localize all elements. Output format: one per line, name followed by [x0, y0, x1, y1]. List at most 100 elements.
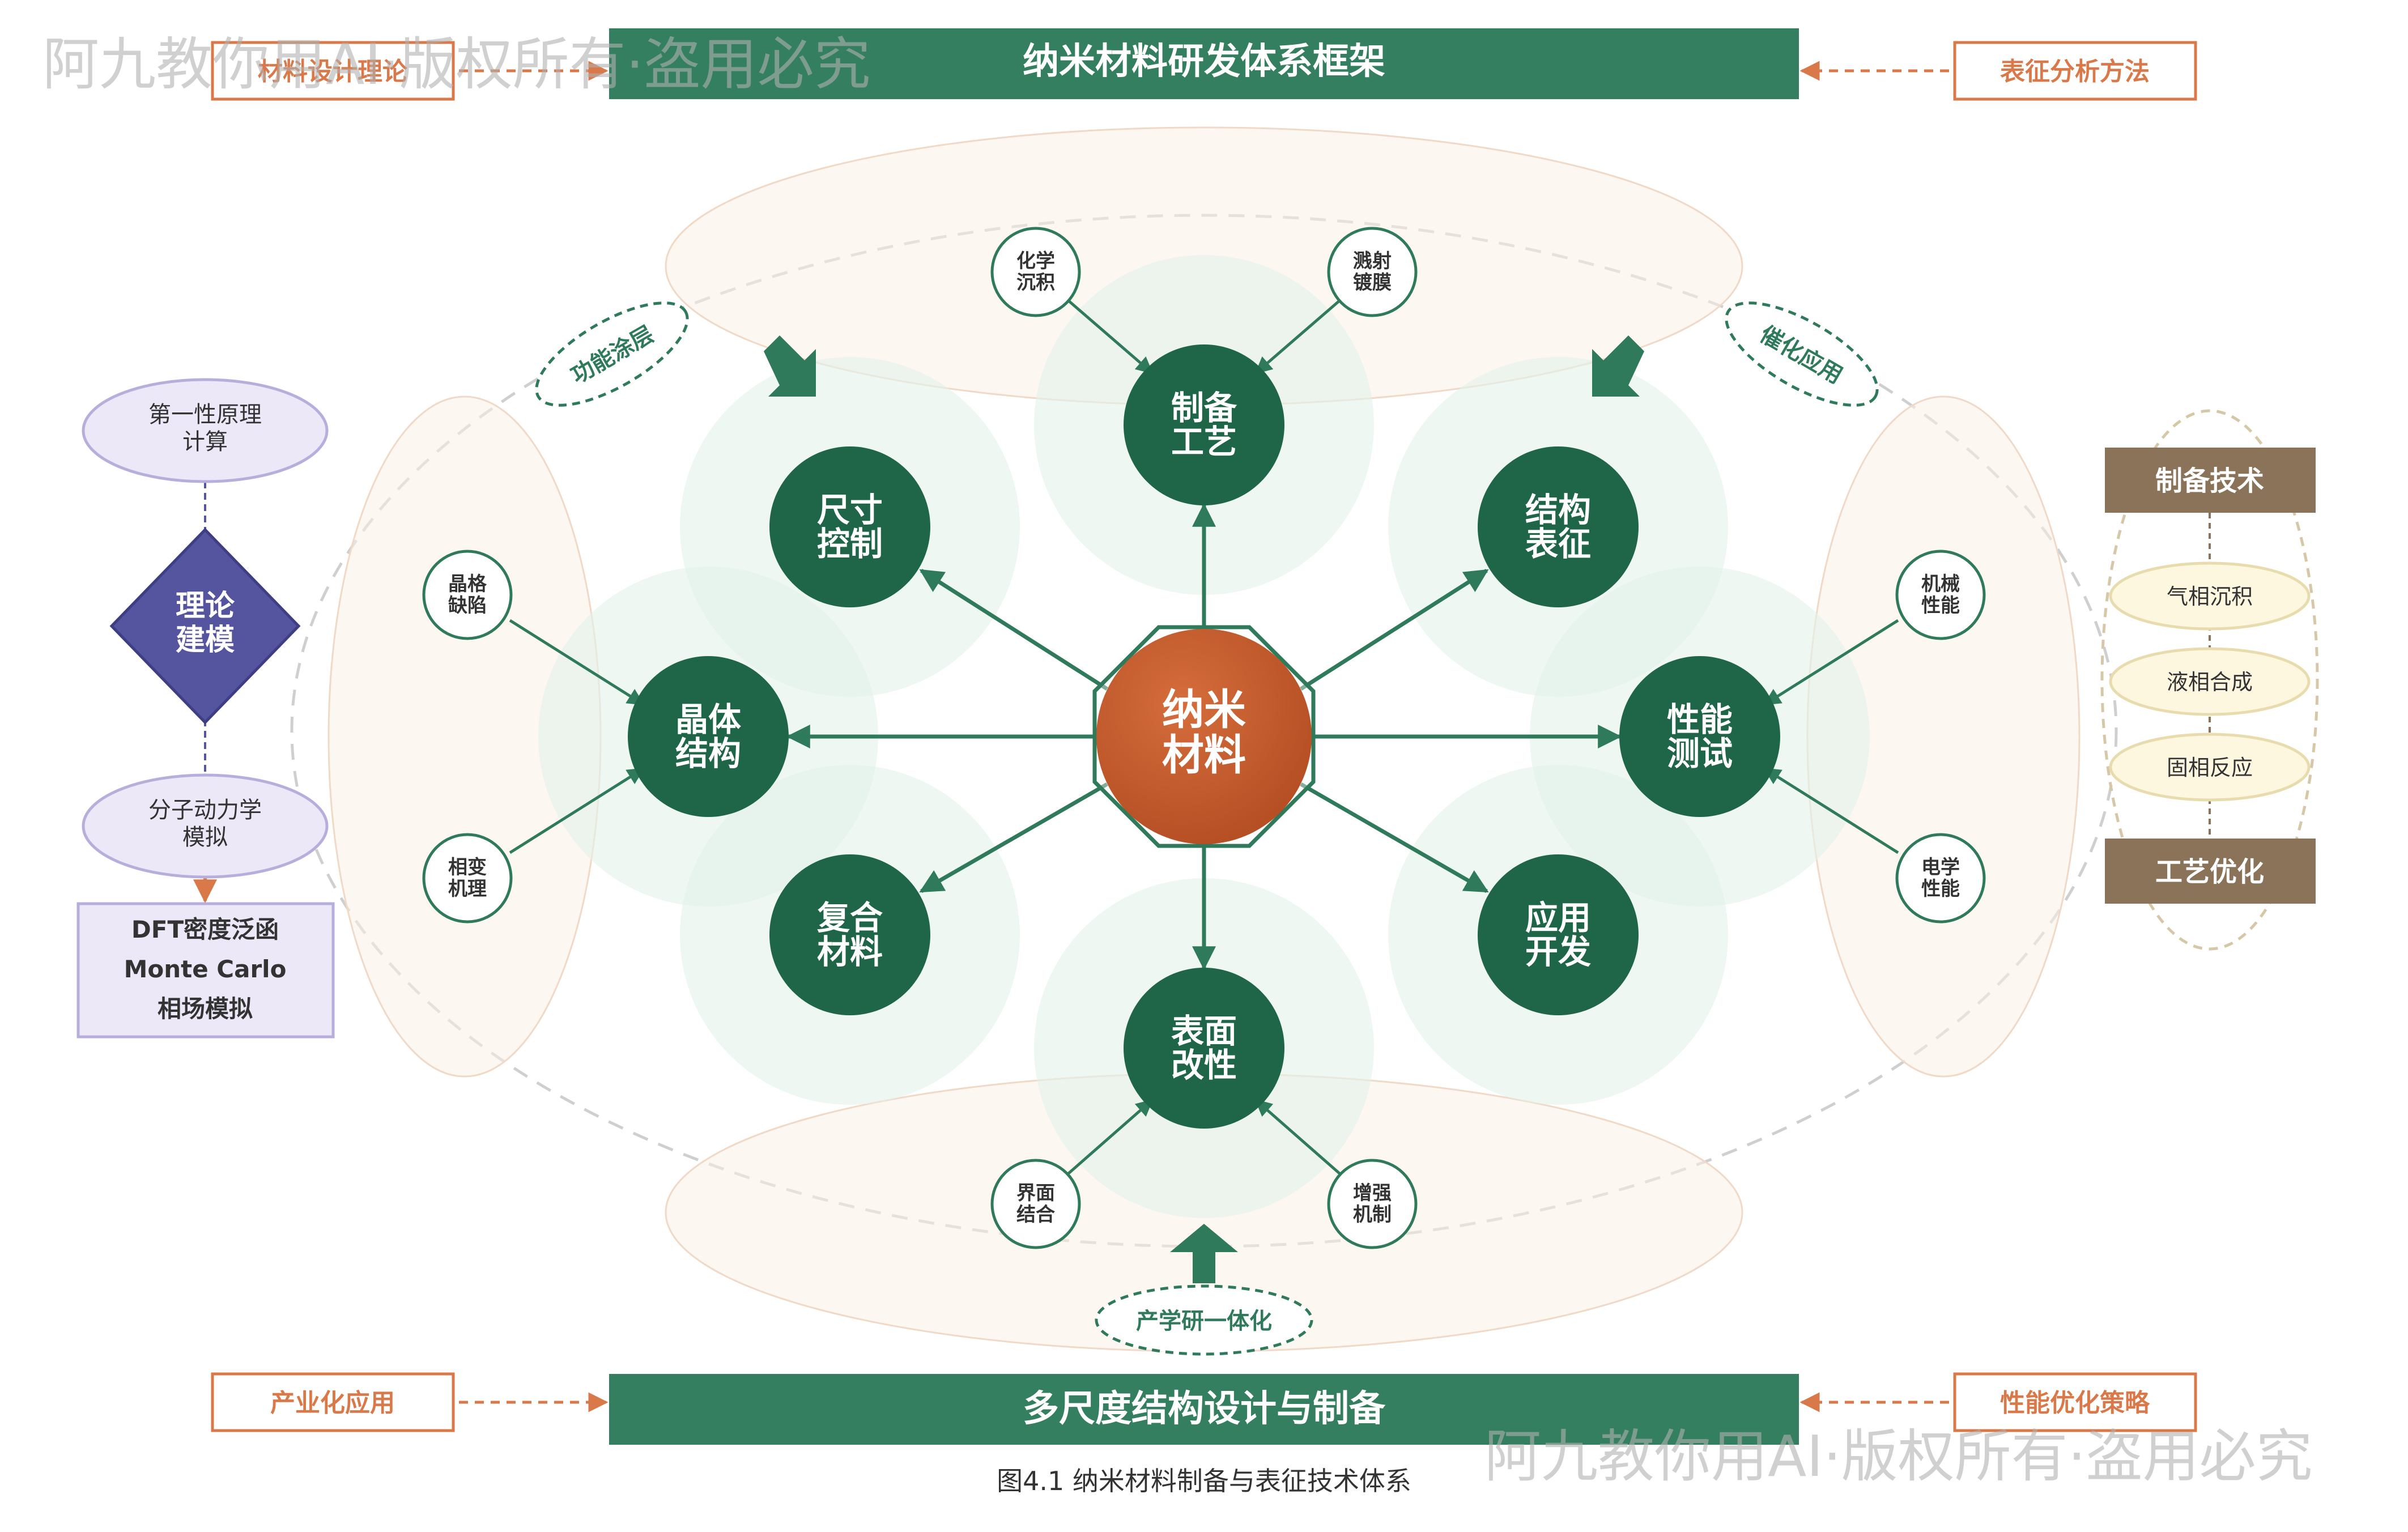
- svg-text:Monte Carlo: Monte Carlo: [124, 955, 287, 983]
- svg-text:结构: 结构: [1525, 491, 1591, 529]
- label-functional-coating: 功能涂层: [535, 301, 689, 407]
- spoke-arrows: [786, 503, 1622, 971]
- main-node-surface-mod: 表面 改性: [1124, 968, 1284, 1129]
- svg-text:建模: 建模: [176, 623, 235, 657]
- svg-text:性能: 性能: [1667, 700, 1733, 739]
- center-label-1: 纳米: [1162, 686, 1246, 734]
- right-technique-panel: 制备技术 气相沉积 液相合成 固相反应 工艺优化: [2100, 409, 2319, 951]
- svg-text:制备: 制备: [1171, 389, 1237, 427]
- svg-text:机理: 机理: [448, 878, 487, 900]
- svg-text:结构: 结构: [675, 734, 741, 773]
- left-theory-panel: 第一性原理 计算 理论 建模 分子动力学 模拟 DFT密度泛函 Monte Ca…: [76, 378, 335, 1039]
- arrow-up-icon: [1170, 1224, 1238, 1283]
- footer-bar: 多尺度结构设计与制备: [609, 1374, 1799, 1445]
- arrow-top-left-icon: [764, 335, 816, 397]
- svg-text:气相沉积: 气相沉积: [2167, 584, 2253, 609]
- main-node-crystal: 晶体 结构: [628, 656, 789, 817]
- svg-text:性能: 性能: [1921, 594, 1960, 617]
- main-node-performance-test: 性能 测试: [1619, 656, 1780, 817]
- svg-text:计算: 计算: [182, 429, 228, 455]
- svg-text:化学: 化学: [1016, 250, 1055, 273]
- svg-text:镀膜: 镀膜: [1353, 271, 1392, 294]
- svg-text:开发: 开发: [1525, 933, 1591, 971]
- svg-text:尺寸: 尺寸: [817, 491, 883, 529]
- tag-characterization: 表征分析方法: [1799, 41, 2197, 101]
- svg-text:相场模拟: 相场模拟: [158, 995, 253, 1023]
- item-vapor: [2109, 561, 2311, 631]
- svg-text:机械: 机械: [1921, 573, 1960, 595]
- item-liquid: [2109, 647, 2311, 716]
- main-node-application: 应用 开发: [1478, 854, 1639, 1015]
- svg-text:电学: 电学: [1921, 856, 1960, 879]
- svg-text:增强: 增强: [1353, 1182, 1392, 1205]
- svg-text:界面: 界面: [1016, 1182, 1055, 1205]
- prep-tech-box: [2105, 448, 2316, 513]
- tag-performance-label: 性能优化策略: [2000, 1389, 2150, 1418]
- tag-characterization-label: 表征分析方法: [2000, 57, 2150, 86]
- header-title: 纳米材料研发体系框架: [1023, 41, 1385, 83]
- svg-text:理论: 理论: [176, 589, 235, 623]
- svg-text:模拟: 模拟: [182, 824, 228, 850]
- svg-text:缺陷: 缺陷: [448, 594, 487, 617]
- svg-text:分子动力学: 分子动力学: [148, 797, 262, 823]
- block-arrows: [764, 335, 1644, 1283]
- svg-text:相变: 相变: [448, 856, 487, 879]
- satellite-arrows: [509, 292, 1899, 1182]
- item-solid: [2109, 733, 2311, 802]
- svg-text:晶格: 晶格: [448, 573, 487, 595]
- svg-text:工艺优化: 工艺优化: [2155, 856, 2264, 888]
- first-principles-ellipse: [82, 378, 329, 483]
- svg-text:应用: 应用: [1525, 899, 1591, 937]
- main-node-preparation: 制备 工艺: [1124, 344, 1284, 505]
- md-ellipse: [82, 773, 329, 879]
- svg-text:制备技术: 制备技术: [2155, 465, 2264, 497]
- svg-text:复合: 复合: [817, 899, 883, 937]
- satellite-reinforce: 增强 机制: [1327, 1159, 1418, 1249]
- satellite-chem-deposit: 化学 沉积: [990, 227, 1081, 317]
- tag-industrial: 产业化应用: [211, 1372, 609, 1432]
- svg-text:改性: 改性: [1171, 1046, 1237, 1084]
- satellite-phase-mech: 相变 机理: [422, 833, 513, 924]
- watermark-bottom: 阿九教你用AI·版权所有·盗用必究: [1484, 1423, 2312, 1490]
- tag-material-design: 材料设计理论: [211, 41, 609, 101]
- process-opt-box: [2105, 839, 2316, 904]
- modeling-diamond: [109, 527, 301, 725]
- main-node-composite: 复合 材料: [769, 854, 930, 1015]
- svg-text:液相合成: 液相合成: [2167, 670, 2253, 695]
- satellite-interface: 界面 结合: [990, 1159, 1081, 1249]
- satellite-lattice-defect: 晶格 缺陷: [422, 550, 513, 640]
- svg-text:固相反应: 固相反应: [2167, 755, 2253, 780]
- svg-text:产学研一体化: 产学研一体化: [1136, 1308, 1272, 1334]
- center-node: 纳米 材料: [1092, 625, 1316, 848]
- methods-box: [76, 902, 335, 1039]
- svg-text:结合: 结合: [1016, 1203, 1055, 1226]
- label-catalysis: 催化应用: [1725, 301, 1879, 407]
- arrow-top-right-icon: [1592, 335, 1644, 397]
- svg-text:材料: 材料: [817, 933, 883, 971]
- svg-text:晶体: 晶体: [675, 700, 741, 739]
- satellite-sputter: 溅射 镀膜: [1327, 227, 1418, 317]
- satellite-elec-property: 电学 性能: [1895, 833, 1986, 924]
- svg-text:工艺: 工艺: [1171, 423, 1237, 461]
- svg-text:DFT密度泛函: DFT密度泛函: [131, 916, 279, 943]
- svg-text:机制: 机制: [1353, 1203, 1392, 1226]
- satellite-mech-property: 机械 性能: [1895, 550, 1986, 640]
- svg-text:控制: 控制: [817, 525, 883, 563]
- tag-material-design-label: 材料设计理论: [258, 57, 408, 86]
- main-node-size-control: 尺寸 控制: [769, 446, 930, 607]
- svg-text:第一性原理: 第一性原理: [148, 402, 262, 428]
- svg-text:表征: 表征: [1525, 525, 1591, 563]
- svg-text:溅射: 溅射: [1353, 250, 1392, 273]
- main-node-structure-char: 结构 表征: [1478, 446, 1639, 607]
- tag-performance: 性能优化策略: [1799, 1372, 2197, 1432]
- tag-industrial-label: 产业化应用: [270, 1389, 395, 1418]
- watermark-top: 阿九教你用AI·版权所有·盗用必究: [42, 31, 870, 97]
- svg-text:测试: 测试: [1667, 734, 1733, 773]
- footer-title: 多尺度结构设计与制备: [1023, 1388, 1386, 1430]
- center-label-2: 材料: [1162, 731, 1246, 780]
- figure-caption: 图4.1 纳米材料制备与表征技术体系: [997, 1466, 1411, 1496]
- svg-text:沉积: 沉积: [1016, 271, 1055, 294]
- label-industry-research: 产学研一体化: [1095, 1284, 1313, 1356]
